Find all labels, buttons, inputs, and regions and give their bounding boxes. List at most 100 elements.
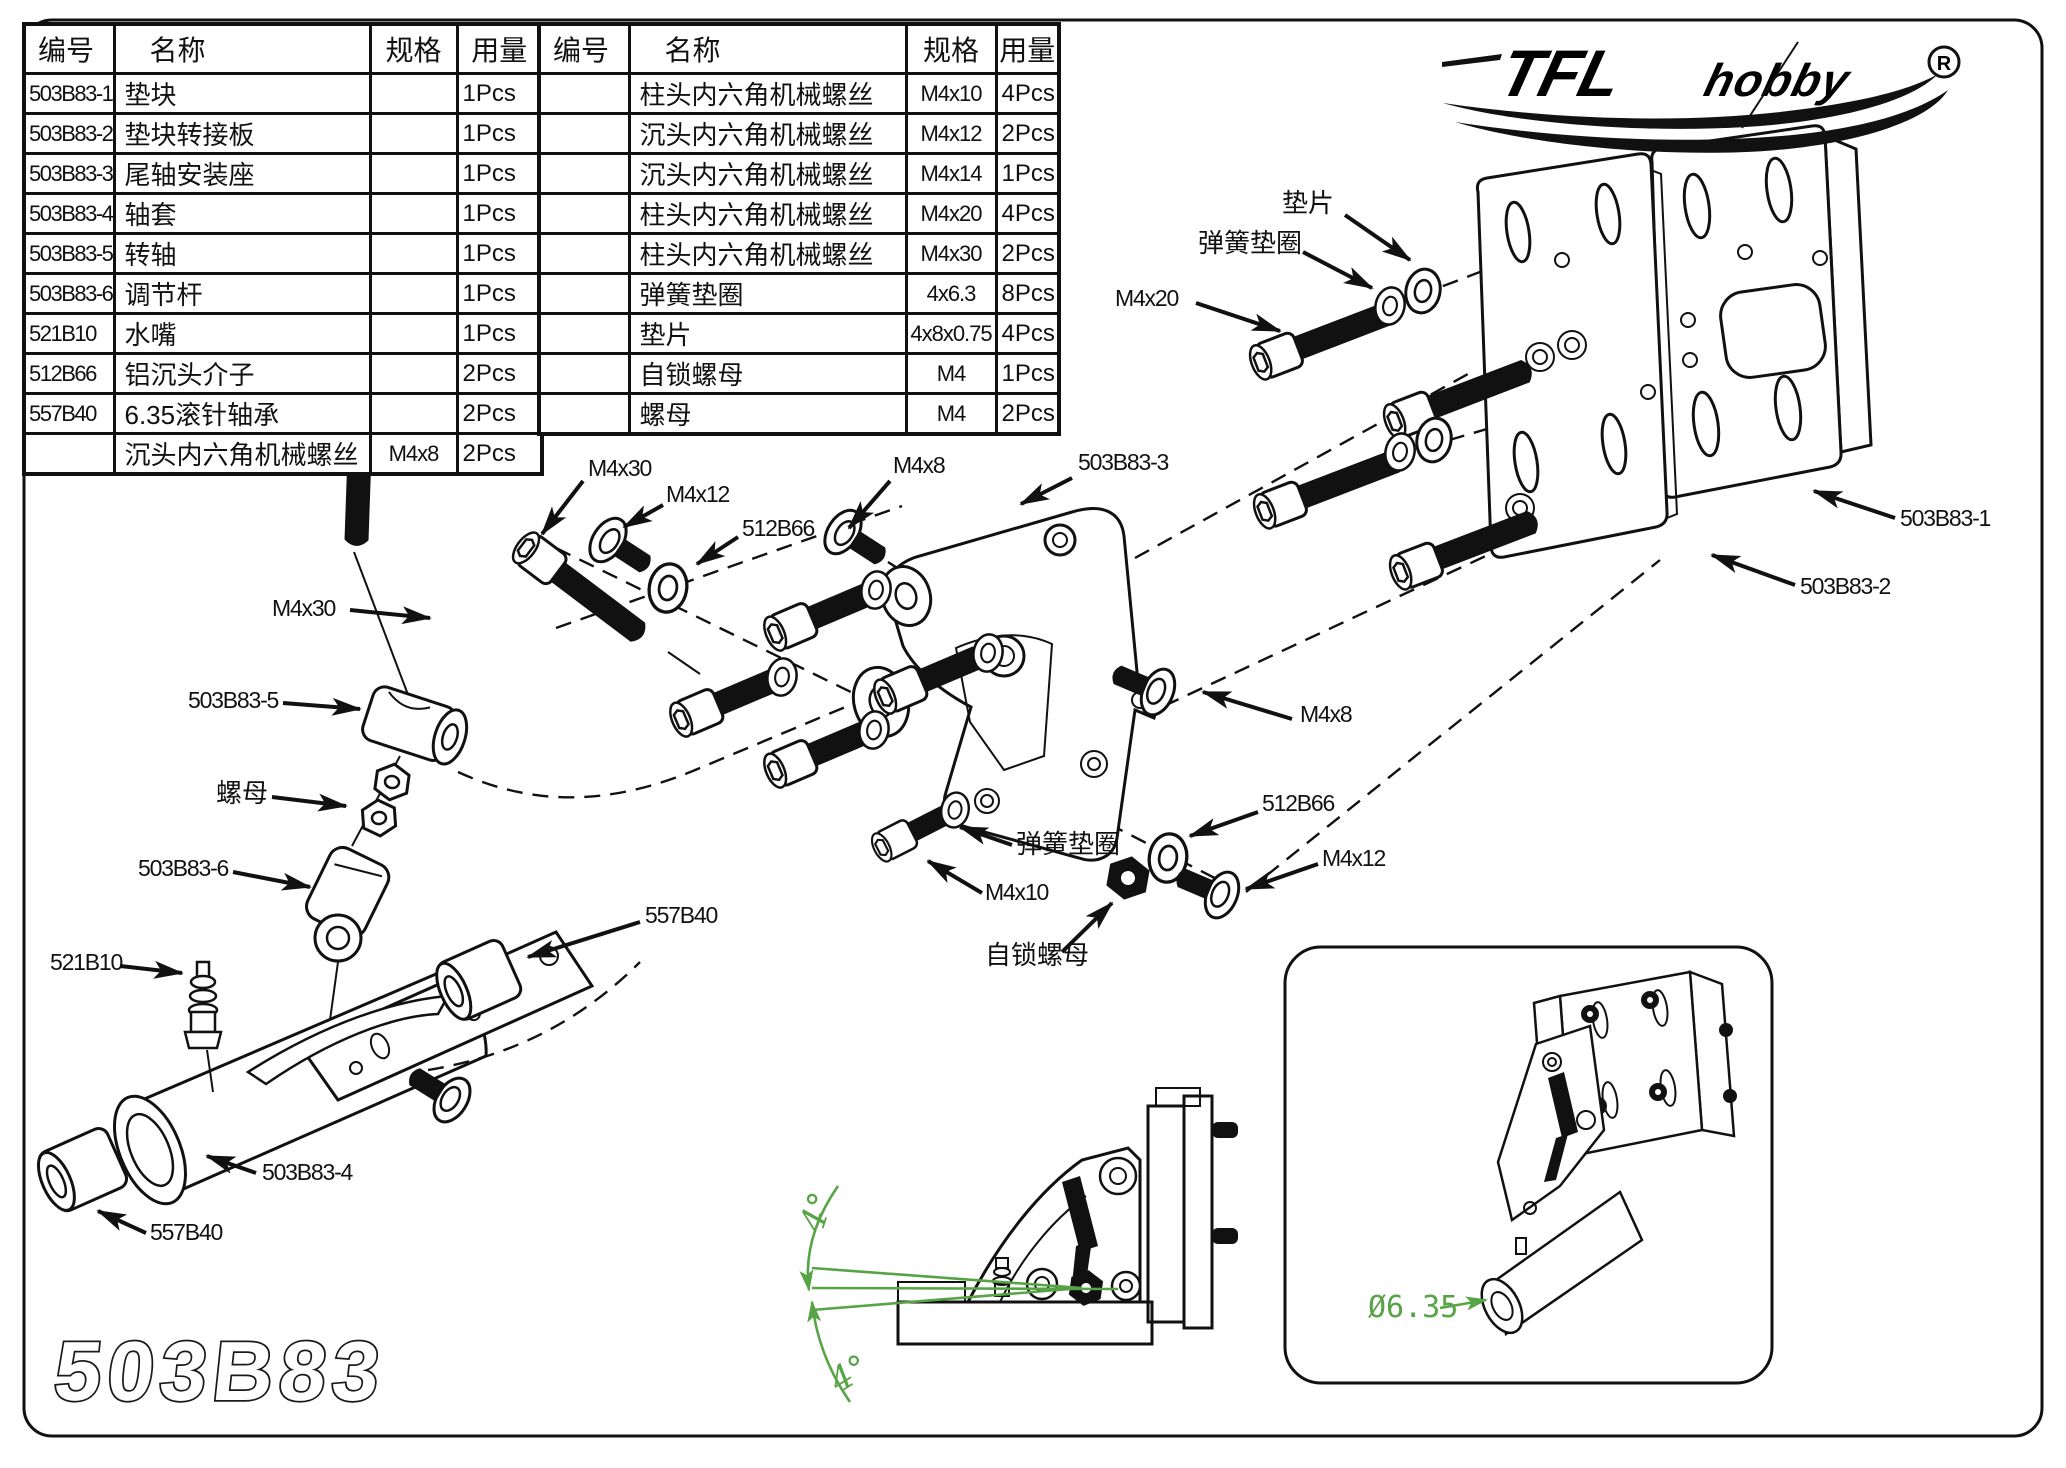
tfl-hobby-logo: TFL hobby R [1442,37,1961,153]
callout-503B83-5: 503B83-5 [188,687,279,713]
callout-557B40-right: 557B40 [645,902,718,928]
side-view [799,1087,1238,1403]
table-cell [537,392,631,436]
table-cell: M4x12 [904,112,998,155]
table-cell: 4Pcs [994,312,1061,355]
table-cell: M4x10 [904,72,998,115]
table-cell: M4x8 [368,432,459,476]
table-cell: 1Pcs [455,192,544,235]
table-cell: 6.35滚针轴承 [112,392,372,435]
part-bearing-557B40-left [36,1127,129,1213]
callout-m4x10: M4x10 [985,879,1049,905]
table-cell [368,112,459,155]
table-cell: 垫片 [627,312,908,355]
callout-m4x20: M4x20 [1115,285,1179,311]
table-cell: 503B83-5 [22,232,116,275]
part-bearing-557B40-right [435,939,523,1021]
table-cell: 1Pcs [455,272,544,315]
table-cell [368,192,459,235]
column-header: 名称 [627,22,908,75]
callout-washer: 垫片 [1282,188,1335,218]
callout-512B66-bottom: 512B66 [1262,790,1335,816]
table-cell: 2Pcs [455,352,544,395]
callout-m4x30-left: M4x30 [272,595,336,621]
logo-slash [1741,41,1799,129]
callout-m4x12-bottom: M4x12 [1322,845,1386,871]
table-header: 编号 名称 规格 用量 [22,22,544,75]
angle-annotation [799,1185,1119,1403]
table-cell: 512B66 [22,352,116,395]
part-coupler-503B83-5 [336,388,469,766]
table-cell: 铝沉头介子 [112,352,372,395]
callout-512B66-top: 512B66 [742,515,815,541]
table-cell [368,272,459,315]
table-cell: M4 [904,392,998,436]
table-cell [537,312,631,355]
table-cell [537,352,631,395]
table-cell [537,232,631,275]
part-nozzle-521B10 [183,960,223,1093]
table-cell: 503B83-6 [22,272,116,315]
table-cell: 轴套 [112,192,372,235]
column-header: 编号 [22,22,116,75]
table-cell: 503B83-4 [22,192,116,235]
callout-lock-nut: 自锁螺母 [985,940,1090,970]
table-cell [368,72,459,115]
table-cell: 弹簧垫圈 [627,272,908,315]
page-border [22,18,2044,1438]
table-cell: 1Pcs [455,152,544,195]
table-cell: 503B83-3 [22,152,116,195]
table-cell: 垫块转接板 [112,112,372,155]
part-plate-503B83-2 [1475,152,1679,559]
table-cell: 水嘴 [112,312,372,355]
table-cell: 503B83-2 [22,112,116,155]
table-cell [22,432,116,476]
callout-nut: 螺母 [216,778,269,808]
callout-503B83-3: 503B83-3 [1078,449,1169,475]
column-header: 编号 [537,22,631,75]
part-plate-503B83-1 [1650,124,1873,499]
table-cell: 自锁螺母 [627,352,908,395]
table-cell: 柱头内六角机械螺丝 [627,192,908,235]
table-cell: 4Pcs [994,72,1061,115]
logo-hobby-text: hobby [1700,55,1857,106]
diameter-leader [1439,1296,1488,1311]
table-cell: 4x6.3 [904,272,998,315]
callout-m4x30-top: M4x30 [588,455,652,481]
table-cell: 柱头内六角机械螺丝 [627,232,908,275]
table-cell: 8Pcs [994,272,1061,315]
callout-arrows [96,213,1896,1235]
table-cell: 垫块 [112,72,372,115]
diameter-label: Ø6.35 [1368,1290,1459,1325]
table-cell: 2Pcs [994,232,1061,275]
table-cell: 沉头内六角机械螺丝 [627,112,908,155]
logo-tfl-text: TFL [1492,37,1628,111]
callout-m4x8-top: M4x8 [893,452,946,478]
table-cell: 尾轴安装座 [112,152,372,195]
table-cell: 2Pcs [455,432,544,476]
assembled-inset [1283,945,1774,1385]
table-cell [368,392,459,435]
table-cell: 1Pcs [455,72,544,115]
table-cell: 4x8x0.75 [904,312,998,355]
table-cell [537,152,631,195]
table-cell: 4Pcs [994,192,1061,235]
table-cell: 2Pcs [994,392,1061,436]
table-cell [537,192,631,235]
table-cell: 沉头内六角机械螺丝 [112,432,372,476]
table-cell: M4 [904,352,998,395]
registered-mark-icon [1927,45,1961,79]
